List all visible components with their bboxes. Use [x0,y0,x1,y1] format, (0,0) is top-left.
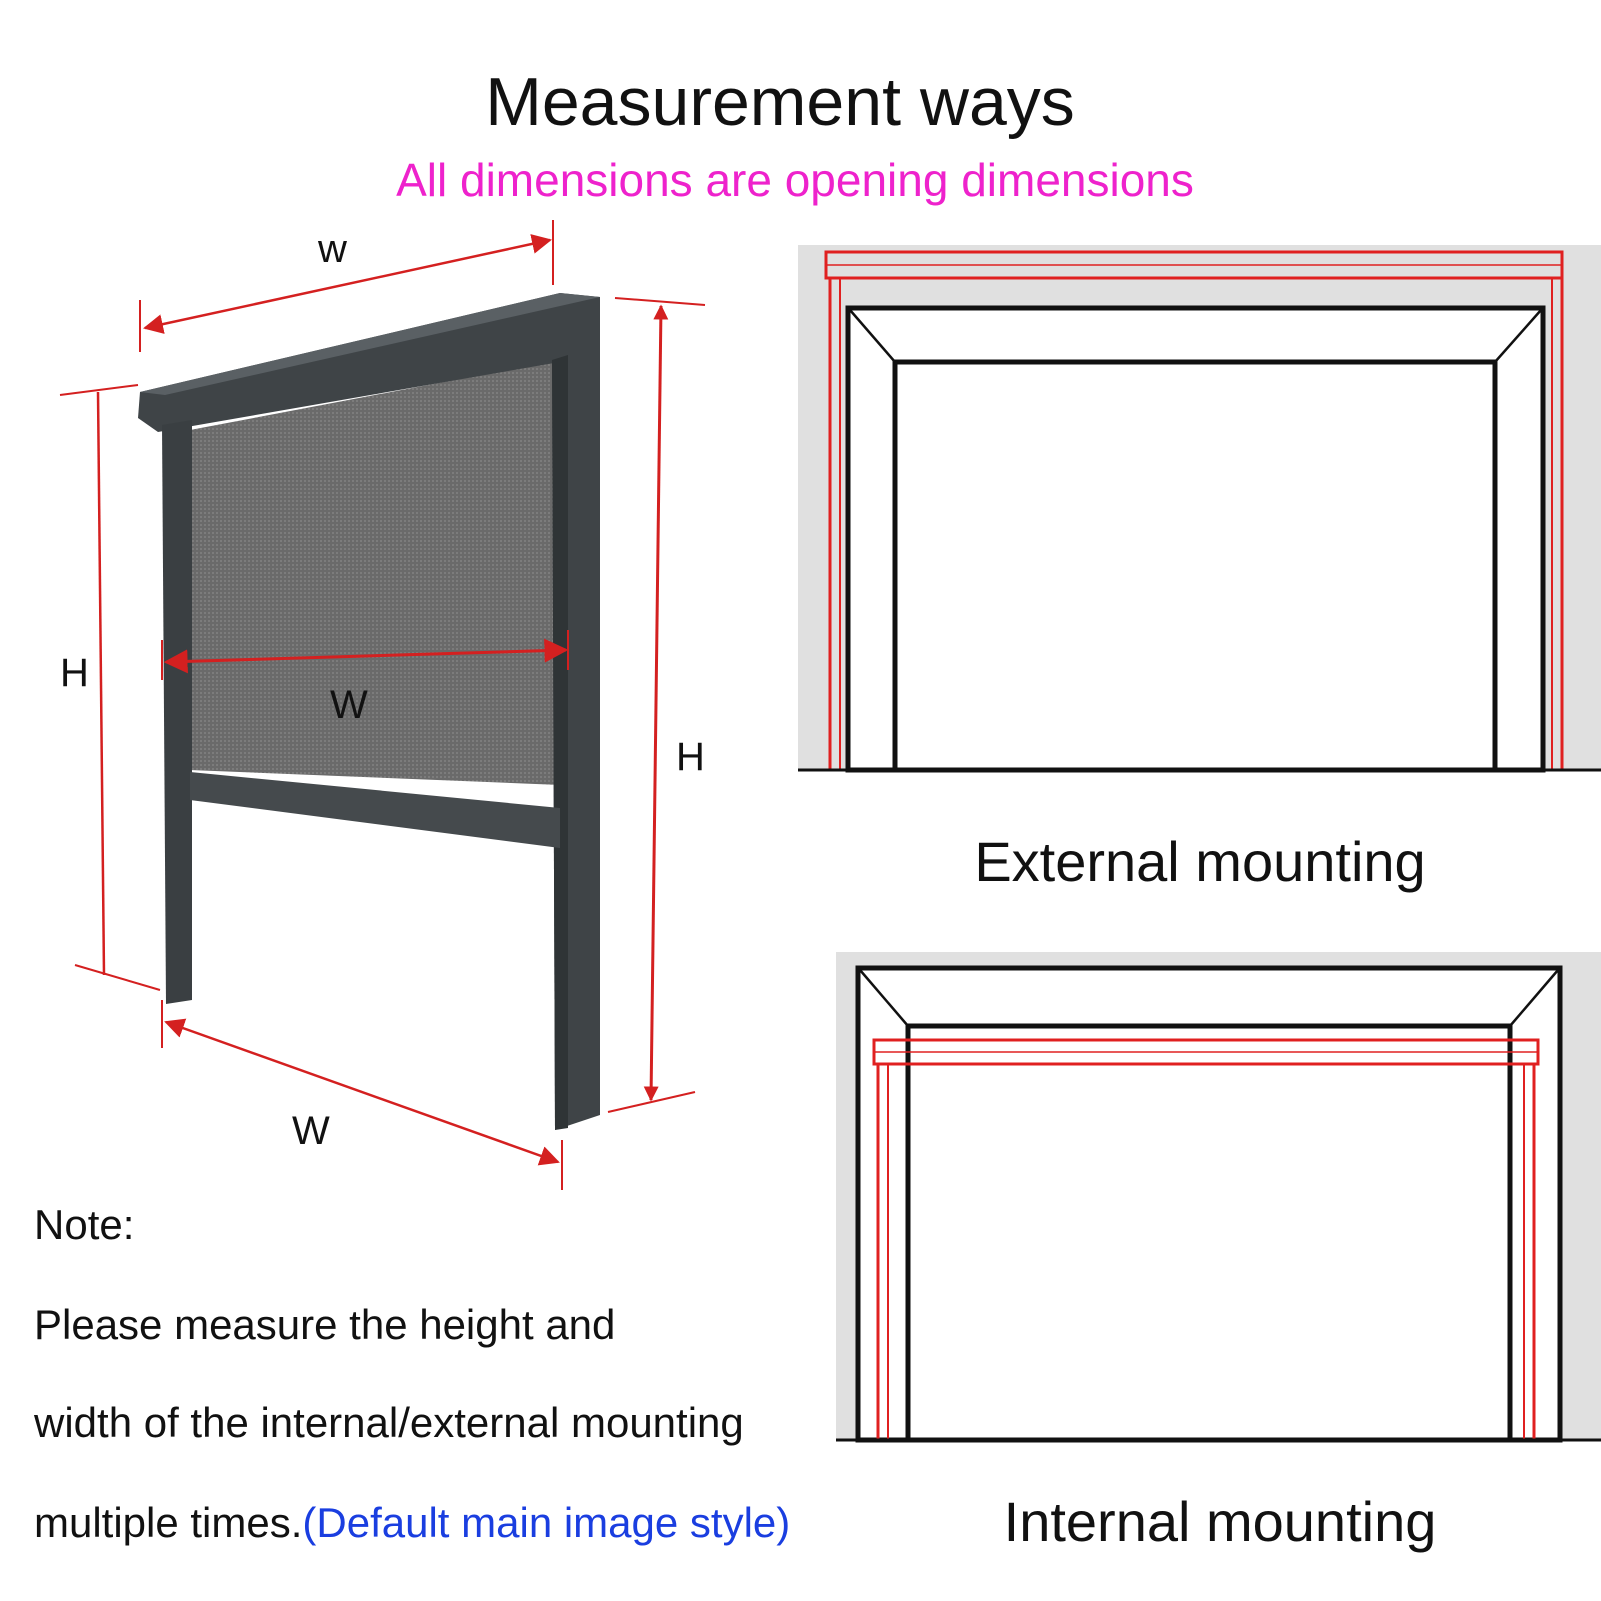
top-width-arrow [143,234,552,334]
left-height-label: H [60,651,89,695]
note-line-1: Please measure the height and [34,1301,616,1348]
mesh-panel [190,360,560,785]
right-height-arrow [643,304,669,1102]
internal-mounting-caption: Internal mounting [1003,1490,1437,1553]
left-post [162,420,192,1004]
external-wall [798,245,1601,770]
left-height-line [96,391,106,976]
bottom-bar [190,772,560,848]
right-height-label: H [676,735,705,779]
middle-width-label: W [330,683,368,727]
note-line-2: width of the internal/external mounting [34,1399,744,1446]
page-title: Measurement ways [485,64,1075,140]
middle-width-arrow [163,638,569,674]
note-highlight: (Default main image style) [302,1499,791,1546]
note-label: Note: [34,1201,135,1248]
bottom-width-label: W [292,1109,330,1153]
note-line-3: multiple times.(Default main image style… [34,1498,790,1548]
page-subtitle: All dimensions are opening dimensions [396,154,1194,206]
note-line-3-text: multiple times. [34,1499,303,1546]
top-width-label: w [317,227,347,271]
bottom-width-arrow [164,1018,560,1166]
external-mounting-caption: External mounting [974,830,1426,893]
